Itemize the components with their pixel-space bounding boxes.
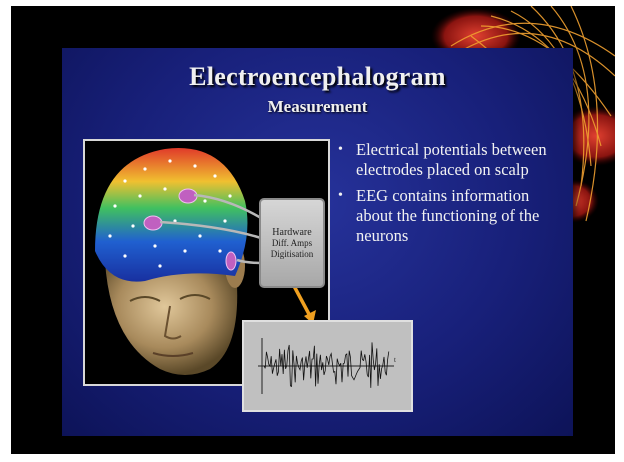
diff-amps-label: Diff. Amps <box>272 238 312 249</box>
bullet-list: • Electrical potentials between electrod… <box>336 140 566 252</box>
hardware-box: Hardware Diff. Amps Digitisation <box>259 198 325 288</box>
bullet-marker: • <box>338 140 343 160</box>
bullet-item: • EEG contains information about the fun… <box>336 186 566 246</box>
bullet-text: Electrical potentials between electrodes… <box>356 140 547 179</box>
bullet-text: EEG contains information about the funct… <box>356 186 539 245</box>
bullet-item: • Electrical potentials between electrod… <box>336 140 566 180</box>
bullet-marker: • <box>338 186 343 206</box>
content-panel: Electroencephalogram Measurement <box>62 48 573 436</box>
time-axis-label: t <box>394 356 396 364</box>
hardware-label: Hardware <box>272 227 311 238</box>
digitisation-label: Digitisation <box>271 249 314 260</box>
slide: Electroencephalogram Measurement <box>11 6 615 454</box>
eeg-signal-plot: t <box>242 320 413 412</box>
